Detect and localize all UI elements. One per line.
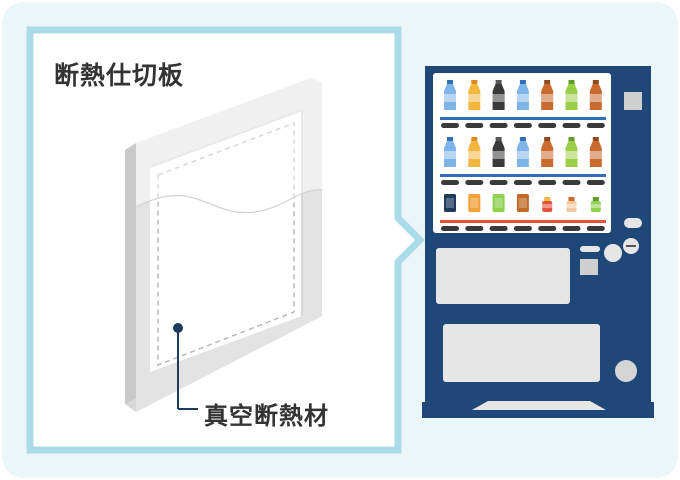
tea-bottle-icon xyxy=(589,80,602,110)
product-grid xyxy=(440,80,606,231)
partition-board xyxy=(125,78,323,412)
diagram-title: 断熱仕切板 xyxy=(54,61,185,90)
selection-pill xyxy=(586,226,605,231)
selection-pill xyxy=(465,123,484,128)
selection-pill xyxy=(538,180,557,185)
selection-pill xyxy=(562,123,581,128)
shelf-rail-3 xyxy=(440,220,606,223)
leader-dot xyxy=(173,323,183,333)
green-small-bottle-icon xyxy=(590,197,601,212)
machine-base-step xyxy=(472,401,606,410)
selection-pill xyxy=(513,226,532,231)
vending-machine xyxy=(422,66,654,418)
selection-pill xyxy=(489,123,508,128)
bill-slot xyxy=(624,92,642,110)
water-bottle-icon xyxy=(516,80,529,110)
shelf-rail-1 xyxy=(440,117,606,120)
selection-pill xyxy=(586,180,605,185)
selection-pill xyxy=(562,226,581,231)
green-can-icon xyxy=(492,194,505,212)
selection-pill xyxy=(465,180,484,185)
green-tea-bottle-icon xyxy=(565,80,578,110)
selection-pill xyxy=(513,123,532,128)
inner-inset-edge xyxy=(149,108,303,316)
cola-bottle-icon xyxy=(492,137,505,167)
coin-return-lever xyxy=(624,218,642,228)
selection-pill xyxy=(538,226,557,231)
selection-pill xyxy=(465,226,484,231)
vacuum-panel-outline xyxy=(157,121,295,367)
board-top-highlight xyxy=(136,78,322,213)
coffee-can-icon xyxy=(516,194,529,212)
milk-tea-bottle-icon xyxy=(566,197,577,212)
selection-pill xyxy=(586,123,605,128)
cola-bottle-icon xyxy=(492,80,505,110)
tea-bottle-icon xyxy=(541,137,554,167)
selection-button-1 xyxy=(580,246,600,252)
water-bottle-icon xyxy=(444,80,456,110)
water-bottle-icon xyxy=(444,137,456,167)
vacuum-insulation-label: 真空断熱材 xyxy=(204,402,329,430)
selection-pill xyxy=(441,123,459,128)
water-bottle-icon xyxy=(516,137,529,167)
orange-can-icon xyxy=(468,194,481,212)
shelf-rail-2 xyxy=(440,174,606,177)
vacuum-insulation-leader xyxy=(173,323,198,410)
coin-slot-mark xyxy=(626,245,636,247)
selection-button-2 xyxy=(580,259,598,275)
door-lock xyxy=(615,360,637,382)
selection-dial xyxy=(604,244,622,262)
green-tea-bottle-icon xyxy=(565,137,578,167)
selection-pill xyxy=(489,180,508,185)
small-bottle-icon xyxy=(542,197,553,212)
board-inner-panel xyxy=(150,110,302,372)
tea-bottle-icon xyxy=(589,137,602,167)
board-side-face xyxy=(125,143,136,412)
selection-pill xyxy=(562,180,581,185)
selection-pill xyxy=(489,226,508,231)
selection-pill xyxy=(441,226,459,231)
juice-bottle-icon xyxy=(468,80,481,110)
juice-bottle-icon xyxy=(468,137,481,167)
selection-pill xyxy=(513,180,532,185)
board-wave-line xyxy=(135,189,323,214)
product-outlet xyxy=(443,324,600,382)
dark-can-icon xyxy=(444,194,456,212)
upper-door-panel xyxy=(436,248,570,304)
selection-pill xyxy=(538,123,557,128)
tea-bottle-icon xyxy=(541,80,554,110)
selection-pill xyxy=(441,180,459,185)
